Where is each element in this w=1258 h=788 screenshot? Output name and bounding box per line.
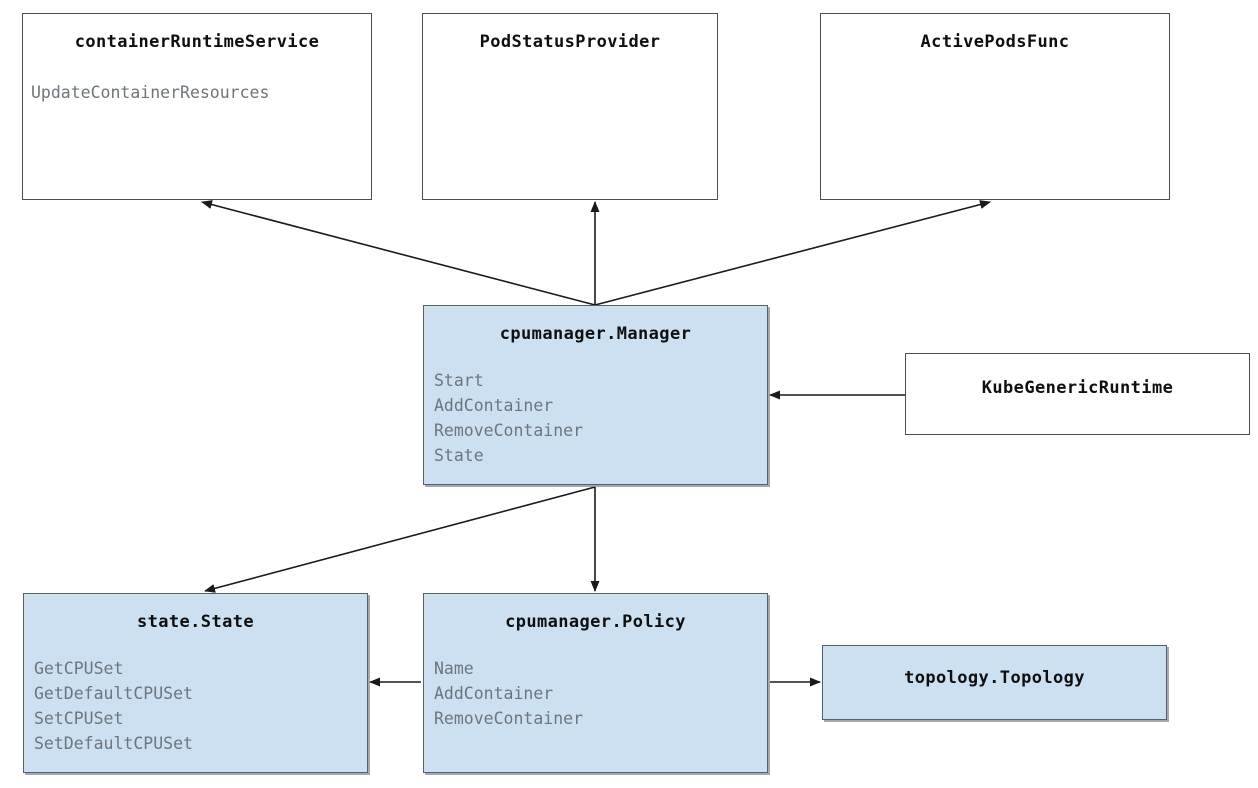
node-title-topologyTopology: topology.Topology	[904, 668, 1085, 688]
node-title-kubeGenericRuntime: KubeGenericRuntime	[981, 378, 1174, 398]
member-item: RemoveContainer	[434, 709, 584, 728]
member-item: AddContainer	[434, 684, 554, 703]
node-title-cpumanagerPolicy: cpumanager.Policy	[505, 612, 686, 632]
edge-manager-to-stateState	[204, 486, 596, 593]
node-title-podStatusProvider: PodStatusProvider	[479, 32, 661, 52]
member-item: UpdateContainerResources	[31, 83, 270, 102]
member-item: RemoveContainer	[434, 421, 584, 440]
member-item: SetDefaultCPUSet	[34, 734, 193, 753]
edge-manager-to-activePodsFunc	[594, 200, 991, 306]
member-item: State	[434, 446, 484, 465]
member-item: Name	[434, 659, 474, 678]
node-title-activePodsFunc: ActivePodsFunc	[920, 32, 1070, 52]
node-topologyTopology[interactable]: topology.Topology	[822, 645, 1167, 720]
node-podStatusProvider[interactable]: PodStatusProvider	[422, 13, 718, 200]
member-item: GetCPUSet	[34, 659, 124, 678]
node-members-containerRuntimeService: UpdateContainerResources	[31, 80, 371, 105]
member-item: AddContainer	[434, 396, 554, 415]
node-title-cpumanagerManager: cpumanager.Manager	[499, 324, 692, 344]
member-item: GetDefaultCPUSet	[34, 684, 193, 703]
member-item: Start	[434, 371, 484, 390]
node-activePodsFunc[interactable]: ActivePodsFunc	[820, 13, 1170, 200]
node-title-stateState: state.State	[137, 612, 254, 632]
member-item: SetCPUSet	[34, 709, 124, 728]
node-kubeGenericRuntime[interactable]: KubeGenericRuntime	[905, 353, 1250, 435]
node-title-containerRuntimeService: containerRuntimeService	[74, 32, 320, 52]
edge-manager-to-containerRuntimeService	[201, 200, 596, 306]
